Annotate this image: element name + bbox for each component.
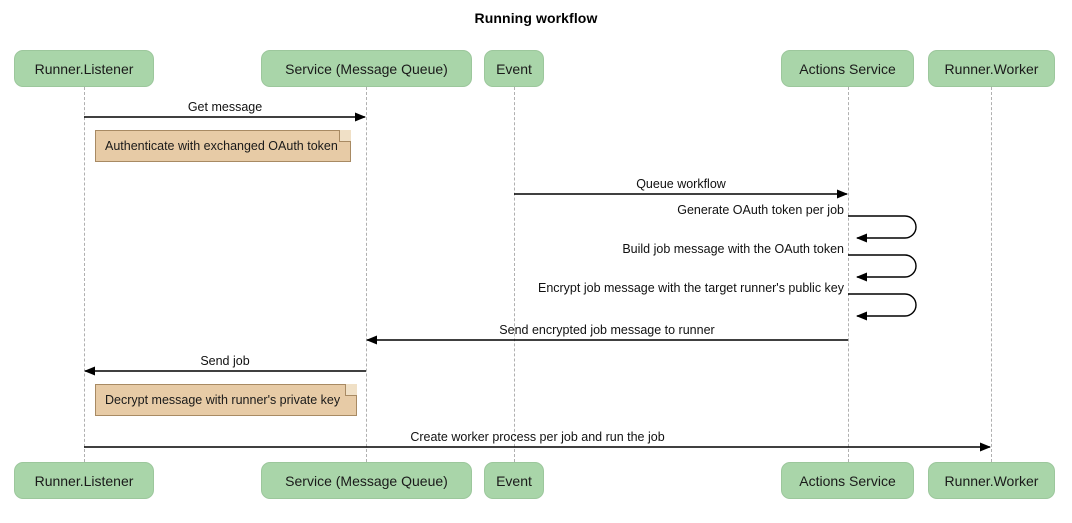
- message-label-create-worker: Create worker process per job and run th…: [410, 430, 665, 444]
- participant-label: Service (Message Queue): [285, 472, 448, 489]
- note-fold-corner-icon: [345, 384, 357, 396]
- lifeline-event: [514, 87, 515, 462]
- lifeline-actions-service: [848, 87, 849, 462]
- participant-service-mq-top[interactable]: Service (Message Queue): [261, 50, 472, 87]
- participant-event-top[interactable]: Event: [484, 50, 544, 87]
- note-authenticate: Authenticate with exchanged OAuth token: [95, 130, 351, 162]
- message-label-send-job: Send job: [200, 354, 250, 368]
- lifeline-runner-worker: [991, 87, 992, 462]
- message-line-build-job-message: [848, 254, 917, 282]
- page-title: Running workflow: [474, 10, 598, 26]
- participant-runner-worker-bottom[interactable]: Runner.Worker: [928, 462, 1055, 499]
- message-label-queue-workflow: Queue workflow: [636, 177, 726, 191]
- participant-runner-listener-bottom[interactable]: Runner.Listener: [14, 462, 154, 499]
- message-label-build-job-message: Build job message with the OAuth token: [622, 242, 844, 256]
- message-label-encrypt-job: Encrypt job message with the target runn…: [537, 281, 844, 295]
- note-label: Authenticate with exchanged OAuth token: [105, 139, 338, 153]
- participant-event-bottom[interactable]: Event: [484, 462, 544, 499]
- message-line-encrypt-job: [848, 293, 917, 321]
- participant-label: Actions Service: [799, 60, 896, 77]
- participant-label: Runner.Listener: [34, 60, 134, 77]
- note-decrypt: Decrypt message with runner's private ke…: [95, 384, 357, 416]
- participant-label: Service (Message Queue): [285, 60, 448, 77]
- participant-label: Runner.Worker: [944, 472, 1039, 489]
- message-label-send-encrypted: Send encrypted job message to runner: [499, 323, 715, 337]
- participant-label: Event: [496, 60, 532, 77]
- lifeline-runner-listener: [84, 87, 85, 462]
- participant-label: Event: [496, 472, 532, 489]
- participant-label: Runner.Worker: [944, 60, 1039, 77]
- participant-label: Runner.Listener: [34, 472, 134, 489]
- participant-actions-service-bottom[interactable]: Actions Service: [781, 462, 914, 499]
- message-label-get-message: Get message: [187, 100, 263, 114]
- participant-label: Actions Service: [799, 472, 896, 489]
- participant-service-mq-bottom[interactable]: Service (Message Queue): [261, 462, 472, 499]
- note-fold-corner-icon: [339, 130, 351, 142]
- message-label-generate-token: Generate OAuth token per job: [677, 203, 844, 217]
- participant-runner-listener-top[interactable]: Runner.Listener: [14, 50, 154, 87]
- participant-runner-worker-top[interactable]: Runner.Worker: [928, 50, 1055, 87]
- note-label: Decrypt message with runner's private ke…: [105, 393, 341, 407]
- participant-actions-service-top[interactable]: Actions Service: [781, 50, 914, 87]
- lifeline-service-mq: [366, 87, 367, 462]
- message-line-generate-token: [848, 215, 917, 243]
